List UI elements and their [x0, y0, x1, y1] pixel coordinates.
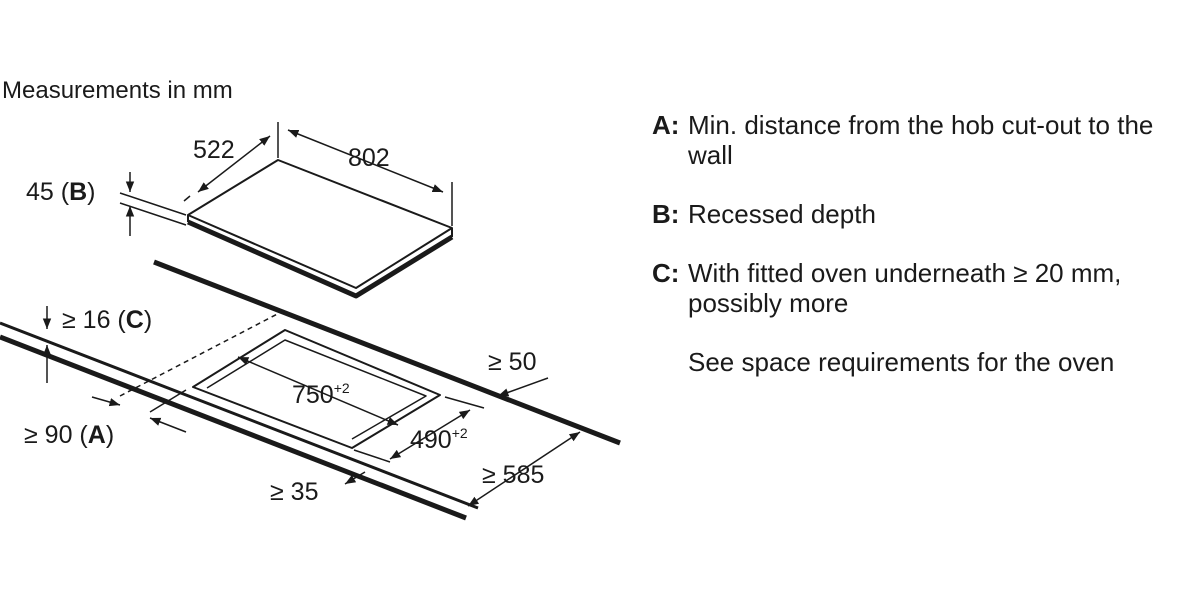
- front-edge-label: ≥ 35: [270, 478, 318, 506]
- cutout-width-label: 750+2: [292, 380, 350, 409]
- legend: A: Min. distance from the hob cut-out to…: [652, 110, 1192, 377]
- diagram-title: Measurements in mm: [2, 77, 233, 104]
- wall-line: [119, 309, 286, 397]
- worktop-depth-dimension: [467, 431, 581, 507]
- hob-depth-dimension: [183, 122, 279, 202]
- legend-text: Recessed depth: [688, 199, 876, 229]
- recess-depth-dimension: [119, 172, 187, 236]
- cutout-width-dimension: [237, 356, 399, 426]
- legend-item-c: C: With fitted oven underneath ≥ 20 mm, …: [652, 258, 1192, 318]
- legend-text: Min. distance from the hob cut-out to th…: [688, 110, 1154, 170]
- wall-distance-label: ≥ 90 (A): [24, 421, 114, 449]
- hob-width-label: 802: [348, 144, 390, 172]
- cutout-depth-dimension: [353, 396, 485, 463]
- front-edge-dimension: [344, 471, 366, 485]
- worktop-depth-label: ≥ 585: [482, 461, 544, 489]
- recess-depth-label: 45 (B): [26, 178, 95, 206]
- wall-distance-dimension: [91, 389, 187, 433]
- hob-depth-label: 522: [193, 136, 235, 164]
- back-edge-label: ≥ 50: [488, 348, 536, 376]
- oven-gap-label: ≥ 16 (C): [62, 306, 152, 334]
- cutout-depth-label: 490+2: [410, 425, 468, 454]
- legend-item-b: B: Recessed depth: [652, 199, 1192, 229]
- worktop-back-edge: [153, 259, 621, 446]
- legend-key: A:: [652, 110, 680, 140]
- legend-note: See space requirements for the oven: [688, 347, 1115, 377]
- back-edge-dimension: [497, 377, 549, 397]
- legend-key: C:: [652, 258, 680, 288]
- legend-key: B:: [652, 199, 680, 229]
- legend-item-a: A: Min. distance from the hob cut-out to…: [652, 110, 1192, 170]
- legend-text: With fitted oven underneath ≥ 20 mm, pos…: [688, 258, 1122, 318]
- hob-width-dimension: [287, 129, 453, 226]
